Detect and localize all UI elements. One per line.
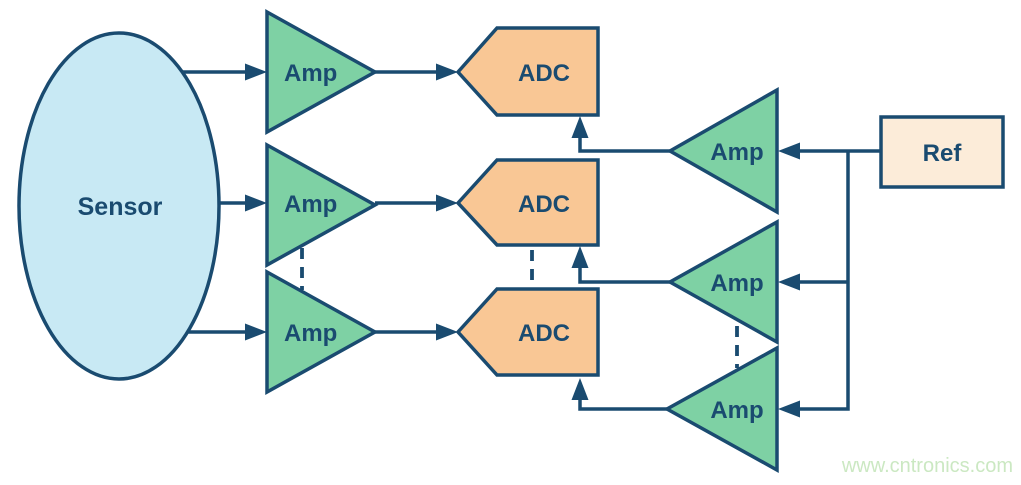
arrowhead-sensor-amp1 — [245, 63, 267, 81]
adc-2-pentagon — [455, 158, 600, 247]
wire-refamp1-adc1 — [578, 135, 670, 153]
channel-amp-3-label: Amp — [284, 320, 337, 347]
reference-amp-2-label: Amp — [710, 270, 763, 297]
adc-2: ADC — [455, 158, 600, 247]
arrowhead-refamp3-adc3 — [571, 378, 589, 400]
reference-amp-2: Amp — [666, 219, 779, 345]
repeat-ellipsis-marks — [300, 248, 739, 368]
wire-refamp2-adc2 — [578, 265, 670, 284]
reference-amp-1-label: Amp — [710, 139, 763, 166]
wire-ref-trunk-refamp3 — [797, 151, 850, 411]
arrowhead-refamp2-adc2 — [571, 246, 589, 268]
channel-amp-3-triangle — [265, 269, 379, 395]
sensor-ellipse — [17, 31, 221, 381]
adc-1-pentagon — [455, 26, 600, 117]
ref-distribution-wires — [778, 142, 881, 418]
channel-amp-3: Amp — [265, 269, 379, 395]
refamp-to-adc-wires — [571, 116, 670, 411]
arrowhead-ref-refamp3 — [778, 400, 800, 418]
channel-amp-1-label: Amp — [284, 60, 337, 87]
adc-3: ADC — [455, 287, 600, 377]
channel-amp-1-triangle — [265, 9, 379, 135]
adc-2-label: ADC — [518, 191, 570, 218]
adc-1: ADC — [455, 26, 600, 117]
channel-amp-2-triangle — [265, 142, 379, 268]
sensor-to-amp-wires — [182, 63, 267, 341]
reference-amp-1: Amp — [666, 86, 779, 216]
reference-amp-3-label: Amp — [710, 397, 763, 424]
reference-amp-3-triangle — [663, 345, 779, 473]
amp-to-adc-wires — [375, 63, 458, 341]
channel-amp-1: Amp — [265, 9, 379, 135]
arrowhead-amp3-adc3 — [436, 323, 458, 341]
arrowhead-sensor-amp2 — [245, 194, 267, 212]
arrowhead-sensor-amp3 — [245, 323, 267, 341]
arrowhead-ref-refamp1 — [778, 142, 800, 160]
adc-3-label: ADC — [518, 320, 570, 347]
channel-amp-2: Amp — [265, 142, 379, 268]
arrowhead-amp2-adc2 — [436, 194, 458, 212]
reference-amp-2-triangle — [666, 219, 779, 345]
sensor-block: Sensor — [17, 31, 221, 381]
ref-label: Ref — [923, 140, 963, 167]
reference-block: Ref — [879, 115, 1005, 189]
arrowhead-ref-refamp2 — [778, 273, 800, 291]
reference-amp-1-triangle — [666, 86, 779, 216]
reference-amp-3: Amp — [663, 345, 779, 473]
watermark-text: www.cntronics.com — [841, 455, 1013, 477]
arrowhead-refamp1-adc1 — [571, 116, 589, 138]
arrowhead-amp1-adc1 — [436, 63, 458, 81]
adc-1-label: ADC — [518, 60, 570, 87]
wire-refamp3-adc3 — [578, 397, 667, 411]
channel-amp-2-label: Amp — [284, 191, 337, 218]
adc-3-pentagon — [455, 287, 600, 377]
sensor-label: Sensor — [78, 193, 163, 221]
